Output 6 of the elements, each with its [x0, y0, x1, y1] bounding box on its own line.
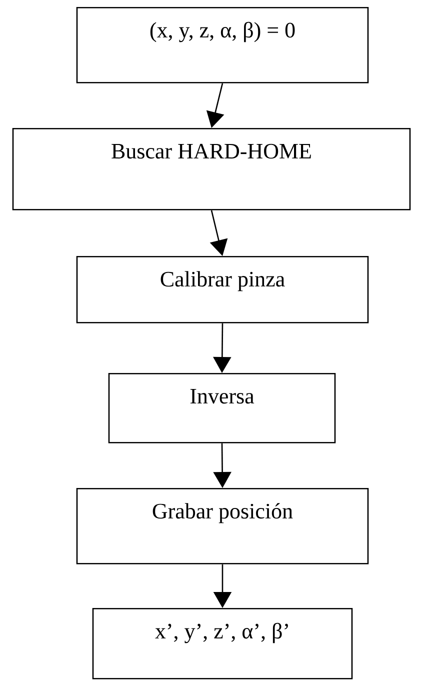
- process-box: Buscar HARD-HOME: [12, 128, 411, 210]
- process-box: x’, y’, z’, α’, β’: [92, 608, 353, 680]
- process-box: Inversa: [108, 373, 336, 444]
- process-box: Grabar posición: [76, 488, 369, 564]
- process-box: Calibrar pinza: [76, 256, 369, 324]
- process-box: (x, y, z, α, β) = 0: [76, 7, 369, 84]
